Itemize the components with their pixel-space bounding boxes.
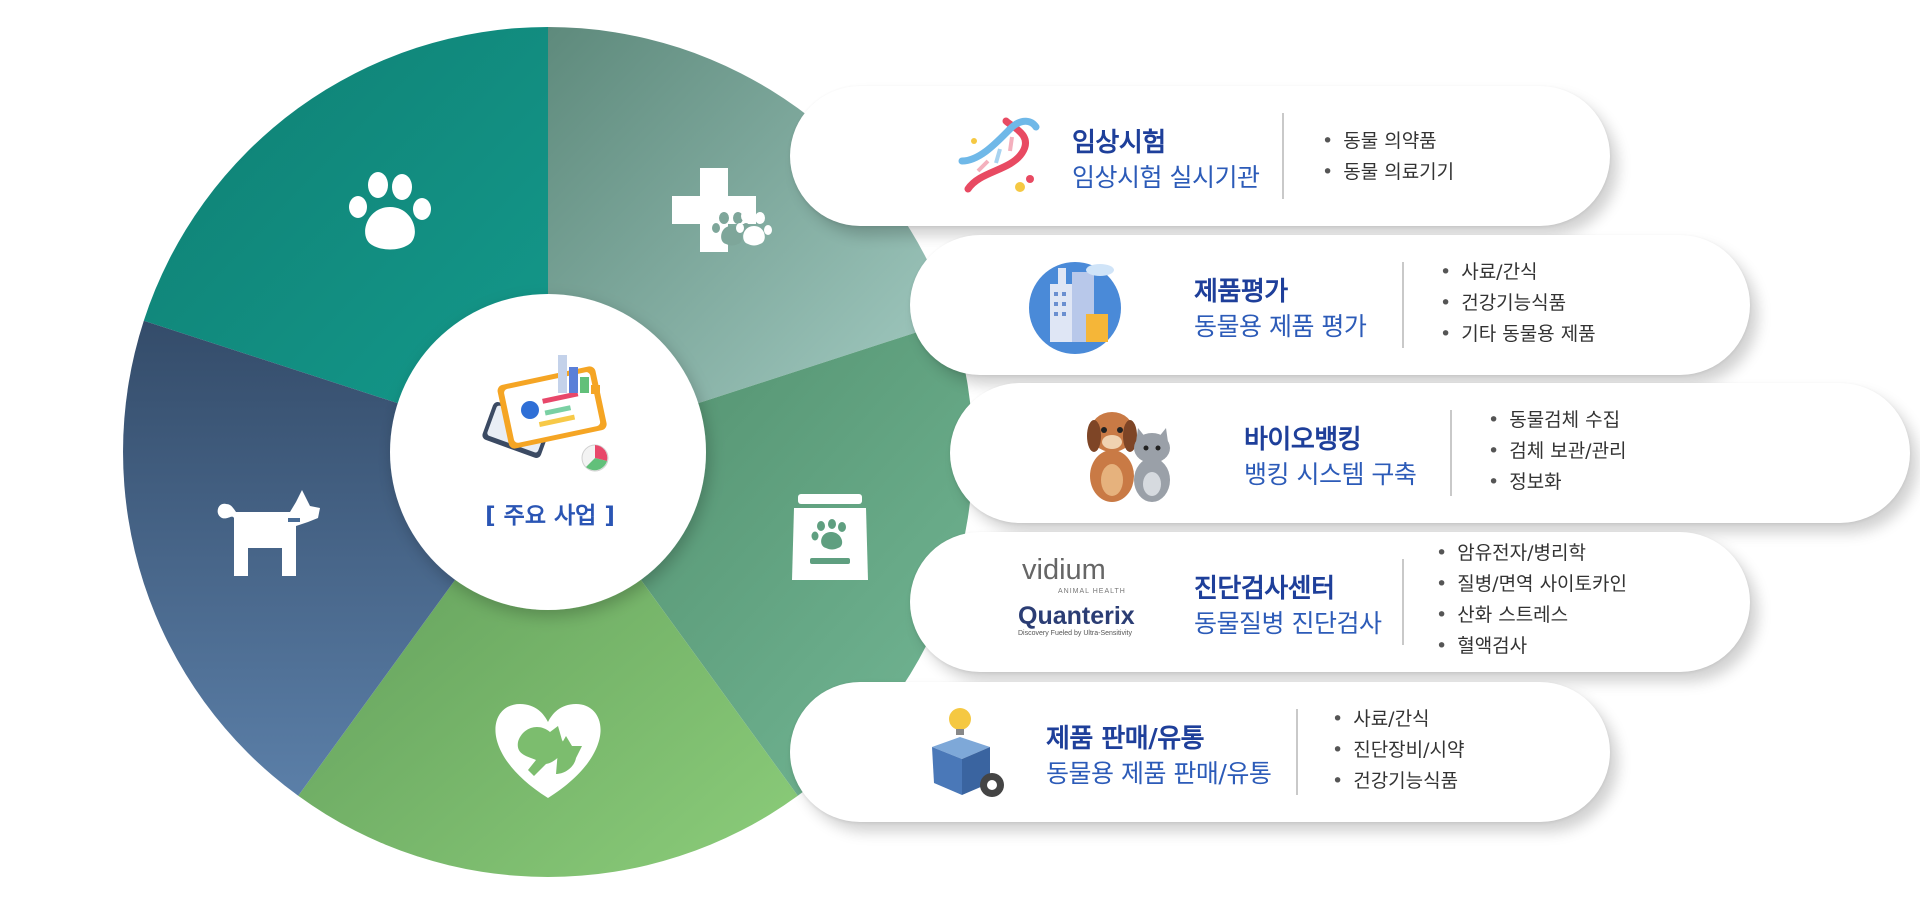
list-item: 사료/간식 bbox=[1332, 704, 1465, 735]
divider bbox=[1282, 113, 1284, 199]
service-items: 암유전자/병리학 질병/면역 사이토카인 산화 스트레스 혈액검사 bbox=[1436, 538, 1627, 662]
service-items: 동물 의약품 동물 의료기기 bbox=[1322, 126, 1454, 188]
vidium-logo: vidium bbox=[1022, 554, 1106, 586]
service-subtitle: 동물용 제품 판매/유통 bbox=[1046, 759, 1272, 788]
list-item: 산화 스트레스 bbox=[1436, 600, 1627, 631]
list-item: 건강기능식품 bbox=[1440, 288, 1596, 319]
list-item: 암유전자/병리학 bbox=[1436, 538, 1627, 569]
pet-food-bag-icon bbox=[792, 494, 868, 580]
dog-and-cat-icon bbox=[1087, 412, 1170, 502]
wheel-segment-bottom bbox=[298, 452, 798, 877]
list-item: 사료/간식 bbox=[1440, 257, 1596, 288]
list-item: 진단장비/시약 bbox=[1332, 735, 1464, 766]
dashboard-icon bbox=[482, 355, 609, 472]
service-subtitle: 뱅킹 시스템 구축 bbox=[1244, 460, 1417, 489]
service-clinical-trial: 임상시험 임상시험 실시기관 동물 의약품 동물 의료기기 bbox=[790, 86, 1610, 226]
list-item: 건강기능식품 bbox=[1332, 766, 1465, 797]
list-item: 질병/면역 사이토카인 bbox=[1436, 569, 1627, 600]
list-item: 동물검체 수집 bbox=[1488, 405, 1627, 436]
box-idea-icon bbox=[932, 708, 1004, 797]
service-items: 사료/간식 진단장비/시약 건강기능식품 bbox=[1332, 704, 1465, 797]
buildings-icon bbox=[1029, 262, 1121, 354]
service-title: 임상시험 bbox=[1072, 128, 1166, 158]
divider bbox=[1402, 262, 1404, 348]
service-diagnostics-center: vidium ANIMAL HEALTH Quanterix Discovery… bbox=[910, 532, 1750, 672]
paw-icon bbox=[349, 172, 431, 250]
divider bbox=[1450, 410, 1452, 496]
divider bbox=[1296, 709, 1298, 795]
dog-icon bbox=[217, 490, 320, 576]
service-items: 동물검체 수집 검체 보관/관리 정보화 bbox=[1488, 405, 1627, 498]
dna-icon bbox=[958, 117, 1040, 193]
service-subtitle: 동물용 제품 평가 bbox=[1194, 312, 1367, 341]
vet-cross-paw-icon bbox=[672, 168, 772, 252]
service-subtitle: 임상시험 실시기관 bbox=[1072, 163, 1260, 192]
service-title: 진단검사센터 bbox=[1194, 574, 1335, 604]
heart-dog-cat-icon bbox=[495, 704, 601, 798]
service-product-evaluation: 제품평가 동물용 제품 평가 사료/간식 건강기능식품 기타 동물용 제품 bbox=[910, 235, 1750, 375]
service-biobanking: 바이오뱅킹 뱅킹 시스템 구축 동물검체 수집 검체 보관/관리 정보화 bbox=[950, 383, 1910, 523]
center-label: [ 주요 사업 ] bbox=[485, 503, 615, 529]
service-subtitle: 동물질병 진단검사 bbox=[1194, 609, 1382, 638]
list-item: 정보화 bbox=[1488, 467, 1627, 498]
quanterix-logo: Quanterix bbox=[1018, 602, 1135, 630]
list-item: 동물 의료기기 bbox=[1322, 157, 1454, 188]
service-items: 사료/간식 건강기능식품 기타 동물용 제품 bbox=[1440, 257, 1596, 350]
list-item: 혈액검사 bbox=[1436, 631, 1627, 662]
service-sales-distribution: 제품 판매/유통 동물용 제품 판매/유통 사료/간식 진단장비/시약 건강기능… bbox=[790, 682, 1610, 822]
quanterix-logo-tagline: Discovery Fueled by Ultra-Sensitivity bbox=[1018, 630, 1132, 637]
vidium-logo-tagline: ANIMAL HEALTH bbox=[1058, 588, 1126, 595]
list-item: 기타 동물용 제품 bbox=[1440, 319, 1595, 350]
list-item: 동물 의약품 bbox=[1322, 126, 1454, 157]
service-title: 제품평가 bbox=[1194, 277, 1288, 307]
service-title: 제품 판매/유통 bbox=[1046, 724, 1205, 754]
service-title: 바이오뱅킹 bbox=[1244, 425, 1362, 455]
center-disc bbox=[390, 294, 706, 610]
list-item: 검체 보관/관리 bbox=[1488, 436, 1626, 467]
divider bbox=[1402, 559, 1404, 645]
